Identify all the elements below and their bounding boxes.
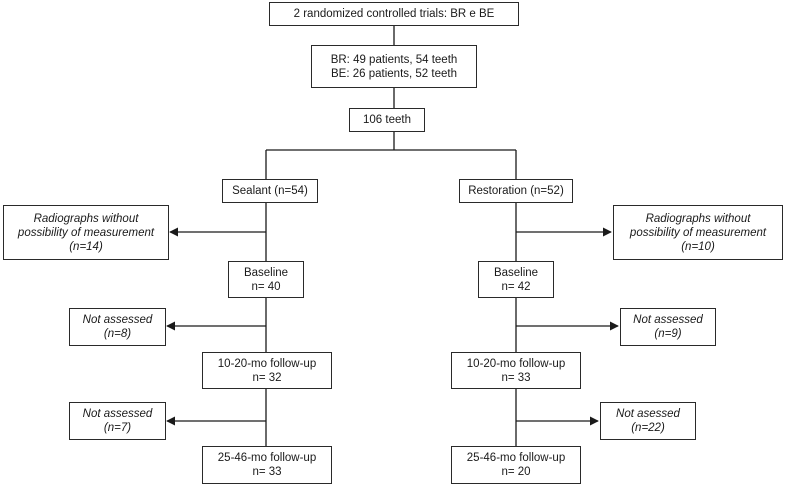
- right-lost1-count: (n=9): [654, 328, 682, 340]
- total-teeth-label: 106 teeth: [363, 114, 411, 126]
- right-follow1-count: n= 33: [501, 371, 531, 384]
- left-follow1-label: 10-20-mo follow-up: [217, 357, 317, 370]
- right-excluded-line1: Radiographs without: [645, 212, 751, 225]
- left-baseline-label: Baseline: [243, 266, 289, 279]
- left-follow2-box: 25-46-mo follow-up n= 33: [202, 446, 332, 484]
- left-excluded-count: (n=14): [69, 240, 103, 253]
- right-follow1-box: 10-20-mo follow-up n= 33: [451, 352, 581, 389]
- right-lost2-count: (n=22): [631, 422, 665, 434]
- groups-box: BR: 49 patients, 54 teeth BE: 26 patient…: [311, 45, 477, 88]
- left-lost1-label: Not assessed: [82, 314, 153, 326]
- right-lost2-box: Not asessed (n=22): [600, 402, 696, 440]
- left-follow2-label: 25-46-mo follow-up: [217, 452, 317, 464]
- groups-line-br: BR: 49 patients, 54 teeth: [330, 53, 458, 66]
- sealant-arm-label: Sealant (n=54): [232, 185, 308, 197]
- right-baseline-count: n= 42: [501, 280, 531, 293]
- left-excluded-box: Radiographs without possibility of measu…: [3, 205, 169, 260]
- left-baseline-count: n= 40: [251, 280, 281, 293]
- trials-box: 2 randomized controlled trials: BR e BE: [269, 2, 519, 26]
- right-follow2-label: 25-46-mo follow-up: [466, 452, 566, 464]
- right-baseline-label: Baseline: [493, 266, 539, 279]
- left-lost2-count: (n=7): [103, 422, 132, 434]
- right-excluded-count: (n=10): [681, 240, 715, 253]
- groups-line-be: BE: 26 patients, 52 teeth: [331, 67, 457, 80]
- left-lost2-box: Not assessed (n=7): [69, 402, 166, 440]
- right-lost1-label: Not assessed: [633, 314, 703, 326]
- right-follow1-label: 10-20-mo follow-up: [466, 357, 566, 370]
- trials-label: 2 randomized controlled trials: BR e BE: [293, 8, 495, 20]
- left-follow1-count: n= 32: [252, 371, 282, 384]
- left-follow2-count: n= 33: [252, 466, 282, 478]
- right-lost2-label: Not asessed: [616, 408, 680, 420]
- left-lost2-label: Not assessed: [82, 408, 153, 420]
- left-follow1-box: 10-20-mo follow-up n= 32: [202, 352, 332, 389]
- left-lost1-count: (n=8): [103, 328, 132, 340]
- restoration-arm-label: Restoration (n=52): [468, 185, 564, 197]
- left-excluded-line1: Radiographs without: [33, 212, 139, 225]
- left-excluded-line2: possibility of measurement: [17, 226, 155, 239]
- left-lost1-box: Not assessed (n=8): [69, 308, 166, 346]
- right-baseline-box: Baseline n= 42: [478, 261, 554, 298]
- right-follow2-box: 25-46-mo follow-up n= 20: [451, 446, 581, 484]
- right-excluded-line2: possibility of measurement: [629, 226, 767, 239]
- restoration-arm-box: Restoration (n=52): [459, 179, 573, 203]
- right-lost1-box: Not assessed (n=9): [620, 308, 716, 346]
- total-teeth-box: 106 teeth: [349, 108, 425, 132]
- right-follow2-count: n= 20: [501, 466, 531, 478]
- left-baseline-box: Baseline n= 40: [228, 261, 304, 298]
- right-excluded-box: Radiographs without possibility of measu…: [613, 205, 783, 260]
- sealant-arm-box: Sealant (n=54): [222, 179, 318, 203]
